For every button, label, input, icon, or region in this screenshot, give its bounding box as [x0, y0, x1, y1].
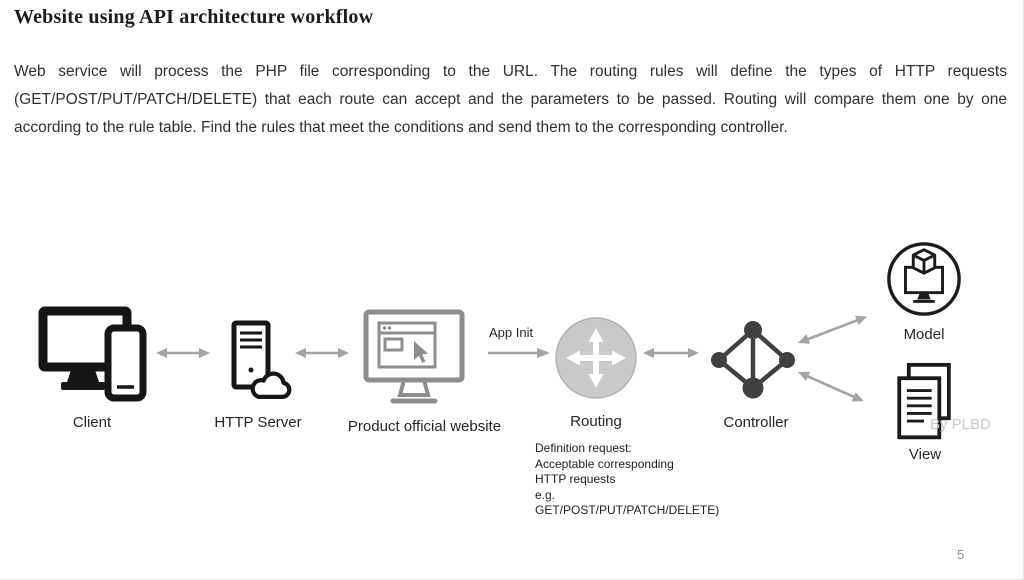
routing-note-line: GET/POST/PUT/PATCH/DELETE)	[535, 503, 720, 517]
routing-note-line: Definition request:	[535, 441, 632, 455]
http-server-label: HTTP Server	[214, 414, 302, 431]
website-label: Product official website	[347, 418, 502, 435]
client-label: Client	[72, 414, 112, 431]
model-icon	[887, 242, 961, 316]
model-label: Model	[903, 326, 945, 343]
page-title: Website using API architecture workflow	[14, 6, 374, 28]
page-number: 5	[957, 547, 965, 562]
routing-note: Definition request: Acceptable correspon…	[535, 441, 735, 519]
arrow-app-init	[488, 348, 550, 358]
app-init-label: App Init	[489, 325, 534, 340]
arrow-routing-controller	[643, 348, 699, 358]
website-icon	[363, 309, 465, 404]
watermark: By PLBD	[930, 416, 991, 433]
arrow-client-server	[156, 348, 210, 358]
view-label: View	[908, 446, 942, 463]
routing-note-line: e.g.	[535, 487, 556, 502]
controller-label: Controller	[723, 414, 789, 431]
view-icon	[897, 362, 951, 440]
body-paragraph: Web service will process the PHP file co…	[14, 63, 1007, 136]
routing-note-line: Acceptable corresponding	[535, 456, 674, 471]
routing-note-line: HTTP requests	[535, 472, 616, 486]
routing-label: Routing	[570, 413, 622, 430]
client-icon	[38, 306, 147, 402]
controller-icon	[711, 321, 795, 399]
routing-icon	[555, 317, 637, 399]
arrow-controller-model	[798, 315, 868, 344]
arrow-controller-view	[798, 371, 864, 402]
http-server-icon	[231, 320, 292, 399]
